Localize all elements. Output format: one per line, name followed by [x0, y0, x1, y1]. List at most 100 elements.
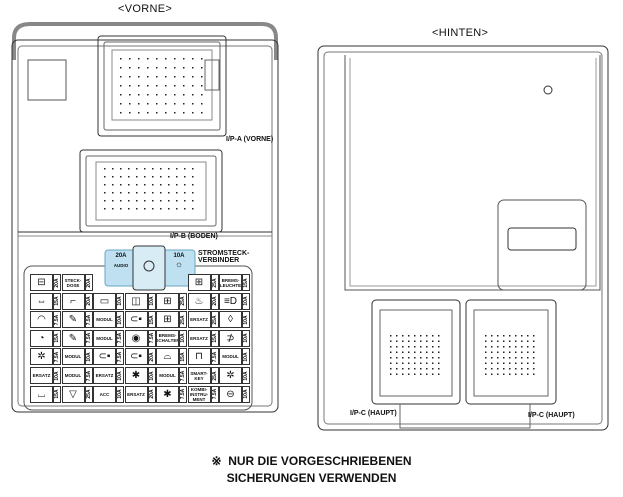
fuse-slot: ◠7.5A: [30, 311, 61, 329]
power-fuse-audio: 20A AUDIO: [110, 253, 132, 268]
connector-pin: [165, 67, 167, 69]
fuse-amp: 10A: [242, 367, 250, 384]
connector-pin: [491, 346, 493, 348]
headlight-icon: ≡D: [219, 292, 242, 310]
connector-pin: [491, 368, 493, 370]
fuse-amp: 7.5A: [84, 367, 93, 384]
connector-pin: [515, 340, 517, 342]
connector-pin: [408, 357, 410, 359]
connector-pin: [438, 357, 440, 359]
fuse-label: MODUL: [93, 311, 116, 329]
fuse-label: BREMS- SCHALTER: [156, 329, 179, 347]
connector-pin: [432, 351, 434, 353]
fuse-amp: 7.5A: [116, 329, 124, 347]
fuse-slot: ◔15A: [30, 329, 61, 347]
connector-pin: [414, 335, 416, 337]
connector-pin: [420, 373, 422, 375]
fuse-label: MODUL: [156, 367, 179, 384]
ip-c-connector-left: [371, 299, 461, 405]
connector-pin: [527, 357, 529, 359]
connector-pin: [104, 184, 106, 186]
connector-pin: [183, 76, 185, 78]
connector-pin: [438, 346, 440, 348]
connector-pin: [128, 176, 130, 178]
connector-pin: [527, 373, 529, 375]
fuse-label: MODUL: [61, 367, 85, 384]
fuse-amp: 25A: [210, 274, 219, 291]
fuse-amp: 10A: [116, 385, 124, 403]
connector-pin: [136, 208, 138, 210]
connector-pin: [128, 208, 130, 210]
power-fuse-amp: 10A: [173, 253, 185, 259]
fuse-label: ACC: [93, 385, 116, 403]
connector-pin: [396, 373, 398, 375]
connector-pin: [147, 103, 149, 105]
seat-icon: ⊞: [156, 292, 179, 310]
ip-c-left-label: I/P-C (HAUPT): [350, 410, 397, 417]
connector-pin: [509, 335, 511, 337]
seat-icon: ⊞: [156, 311, 179, 329]
connector-pin: [120, 58, 122, 60]
connector-pin: [533, 373, 535, 375]
connector-pin: [426, 357, 428, 359]
connector-pin: [183, 103, 185, 105]
fuse-amp: 10A: [147, 292, 156, 310]
connector-pin: [165, 94, 167, 96]
connector-pin: [396, 346, 398, 348]
connector-pin: [168, 200, 170, 202]
rear-wiper-icon: ⌴: [30, 385, 53, 403]
fuse-amp: 10A: [116, 367, 124, 384]
connector-pin: [192, 192, 194, 194]
power-fuse-amp: 20A: [115, 253, 127, 259]
connector-pin: [533, 362, 535, 364]
connector-pin: [138, 94, 140, 96]
connector-pin: [497, 373, 499, 375]
connector-pin: [174, 85, 176, 87]
connector-pin: [527, 351, 529, 353]
fuse-slot: ⌐20A: [61, 292, 93, 310]
connector-pin: [497, 340, 499, 342]
connector-pin: [156, 67, 158, 69]
fuse-amp: 15A: [179, 348, 187, 366]
fuse-amp-text: 20A: [85, 277, 92, 288]
connector-pin: [138, 85, 140, 87]
fuse-slot: ▽25A: [61, 385, 93, 403]
fuse-amp-text: 20A: [85, 296, 92, 306]
fuse-label: MODUL: [93, 329, 116, 347]
fuse-amp-text: 15A: [54, 296, 60, 306]
fuse-amp-text: 7.5A: [211, 388, 218, 400]
connector-pin: [160, 200, 162, 202]
rear-box-outline: [317, 45, 609, 431]
fuse-amp: 15A: [53, 329, 61, 347]
connector-pin: [147, 58, 149, 60]
connector-pin: [408, 373, 410, 375]
connector-pin: [183, 112, 185, 114]
connector-pin: [104, 208, 106, 210]
connector-pin: [129, 58, 131, 60]
connector-pin: [168, 176, 170, 178]
connector-pin: [527, 335, 529, 337]
connector-pin: [414, 340, 416, 342]
fuse-slot: ◊10A: [219, 311, 250, 329]
connector-pin: [129, 85, 131, 87]
connector-pin: [136, 168, 138, 170]
connector-pin: [509, 373, 511, 375]
fuse-amp-text: 7.5A: [117, 333, 123, 344]
key-module-icon: ⊂▪: [93, 348, 116, 366]
connector-pin: [201, 94, 203, 96]
fuse-amp: 10A: [242, 385, 250, 403]
connector-pin: [432, 340, 434, 342]
fuse-slot: ◉7.5A: [124, 329, 156, 347]
connector-pin: [147, 112, 149, 114]
connector-pin: [509, 346, 511, 348]
fuse-slot: ⊂▪7.5A: [93, 348, 124, 366]
fuse-amp-text: 20A: [148, 352, 155, 362]
ip-b-connector: [79, 149, 223, 233]
connector-pin: [491, 340, 493, 342]
fuse-amp: 7.5A: [53, 348, 61, 366]
connector-pin: [120, 103, 122, 105]
connector-pin: [402, 373, 404, 375]
